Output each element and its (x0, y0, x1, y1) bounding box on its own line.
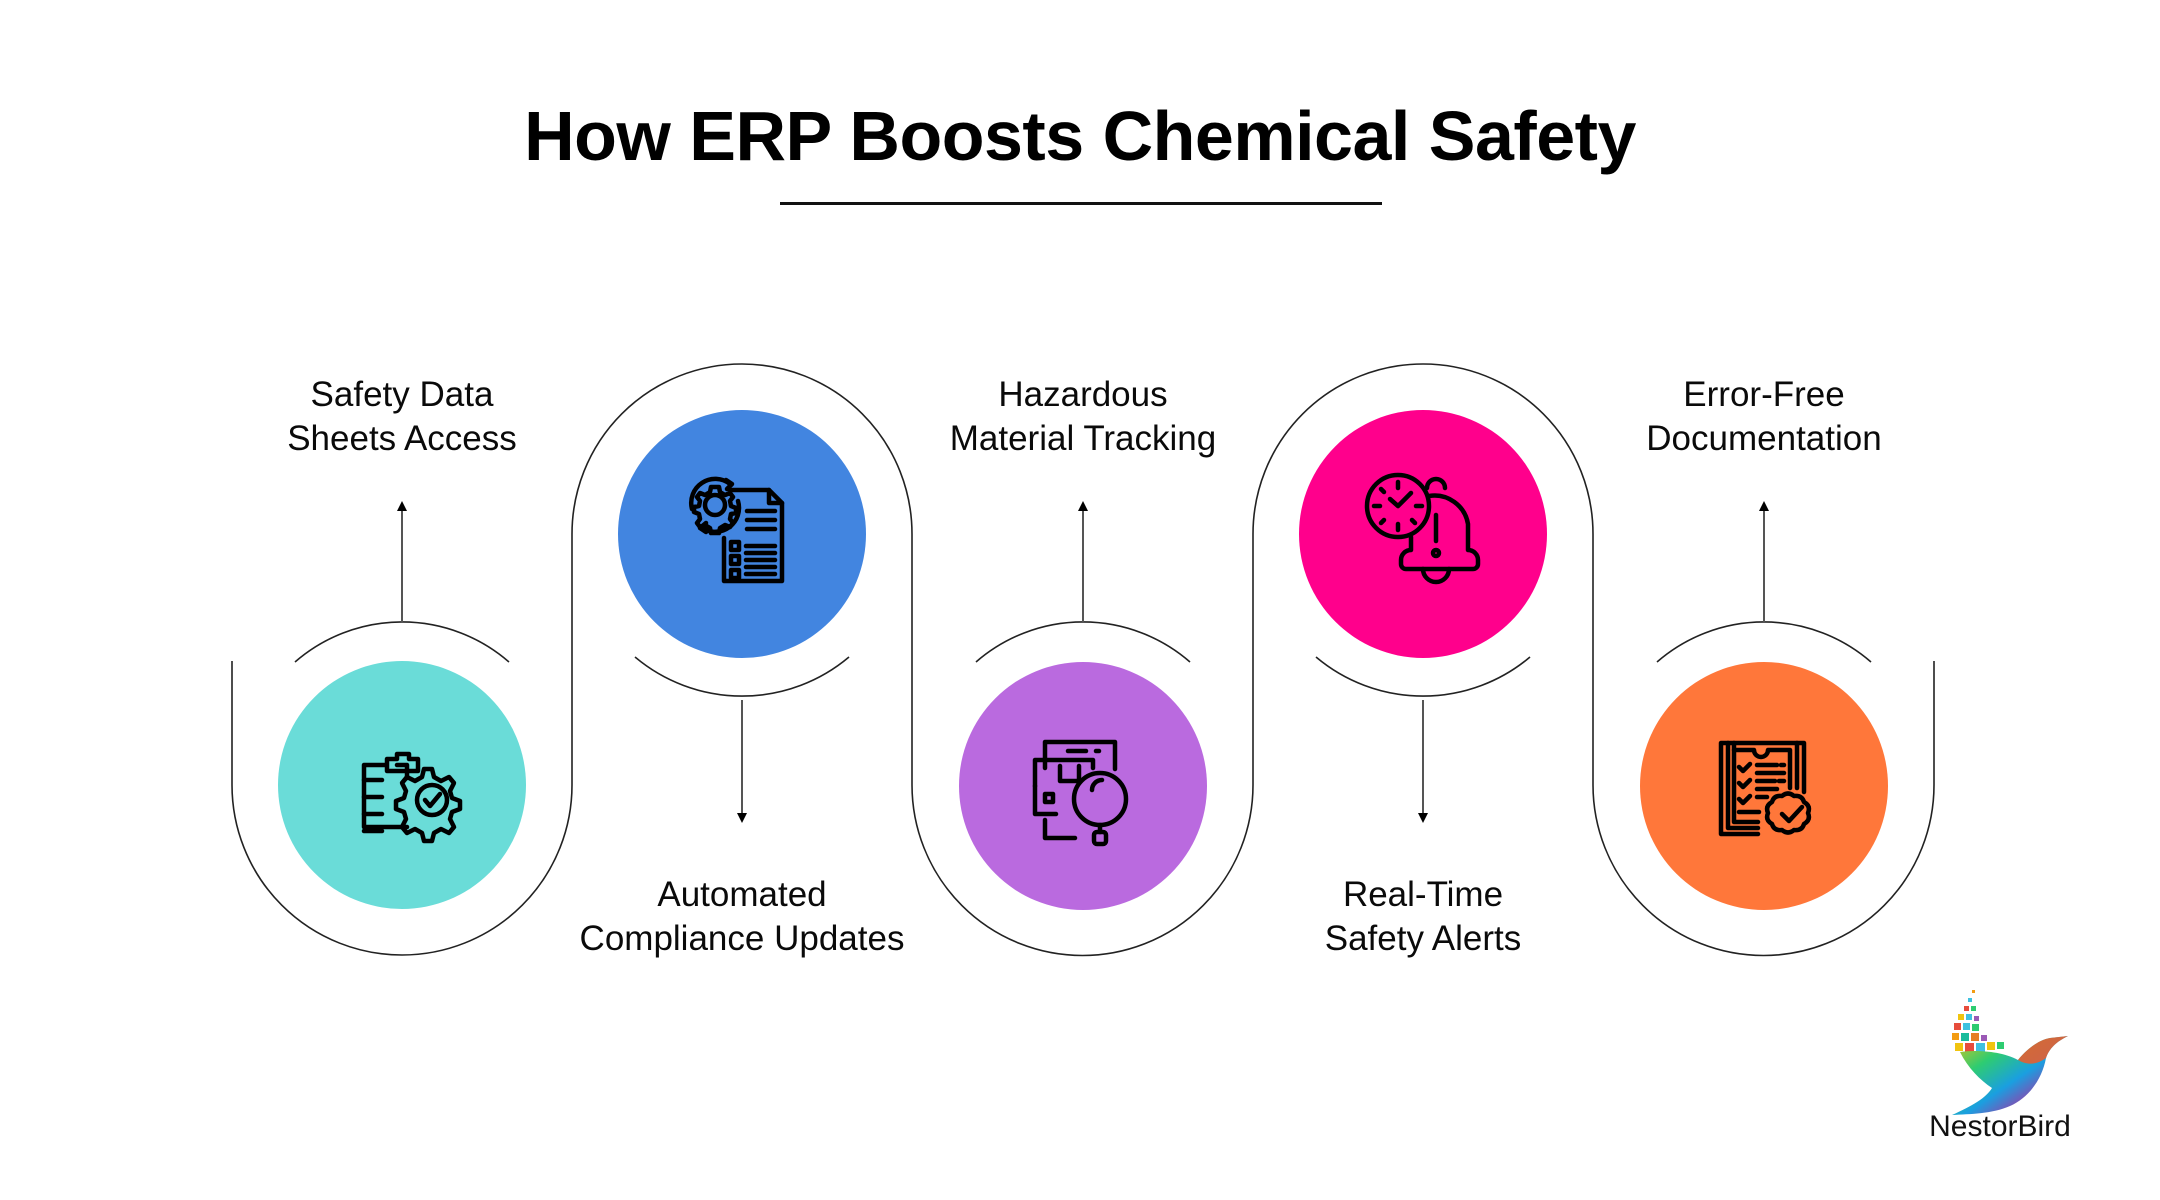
step-5-label-line-1: Error-Free (1683, 375, 1845, 414)
arc-step-1 (294, 621, 510, 663)
arc-step-3 (975, 621, 1191, 663)
step-4-circle (1299, 410, 1547, 658)
arc-step-4 (1315, 656, 1531, 697)
step-4-label-line-2: Safety Alerts (1324, 919, 1522, 958)
step-5-label: Error-Free Documentation (1554, 373, 1974, 461)
brand-name: NestorBird (1929, 1110, 2071, 1143)
step-1-label-line-1: Safety Data (310, 375, 494, 414)
gear-refresh-document-icon (689, 476, 785, 584)
step-2-circle (618, 410, 866, 658)
step-1-label: Safety Data Sheets Access (192, 373, 612, 461)
step-4-label: Real-Time Safety Alerts (1213, 873, 1633, 961)
step-3-circle (959, 662, 1207, 910)
arc-step-5 (1656, 621, 1872, 663)
page-title: How ERP Boosts Chemical Safety (524, 97, 1636, 175)
title-underline (780, 202, 1382, 205)
arrows (397, 501, 1769, 823)
step-5-circle (1640, 662, 1888, 910)
arc-step-2 (634, 656, 850, 697)
step-4-label-line-1: Real-Time (1342, 875, 1504, 914)
step-3-label-line-1: Hazardous (998, 375, 1168, 414)
step-2-label-line-1: Automated (657, 875, 827, 914)
clipboard-gear-check-icon (361, 751, 463, 844)
step-2-label: Automated Compliance Updates (532, 873, 952, 961)
clock-bell-alert-icon (1364, 472, 1481, 585)
step-1-label-line-2: Sheets Access (287, 419, 517, 458)
step-3-label-line-2: Material Tracking (949, 419, 1217, 458)
step-5-label-line-2: Documentation (1646, 419, 1882, 458)
colorful-bird-logo-icon (1952, 990, 2068, 1115)
step-3-label: Hazardous Material Tracking (873, 373, 1293, 461)
checklist-badge-icon (1718, 740, 1812, 837)
mobile-box-search-icon (1032, 739, 1129, 847)
step-2-label-line-2: Compliance Updates (579, 919, 905, 958)
serpentine-path (231, 363, 1935, 957)
